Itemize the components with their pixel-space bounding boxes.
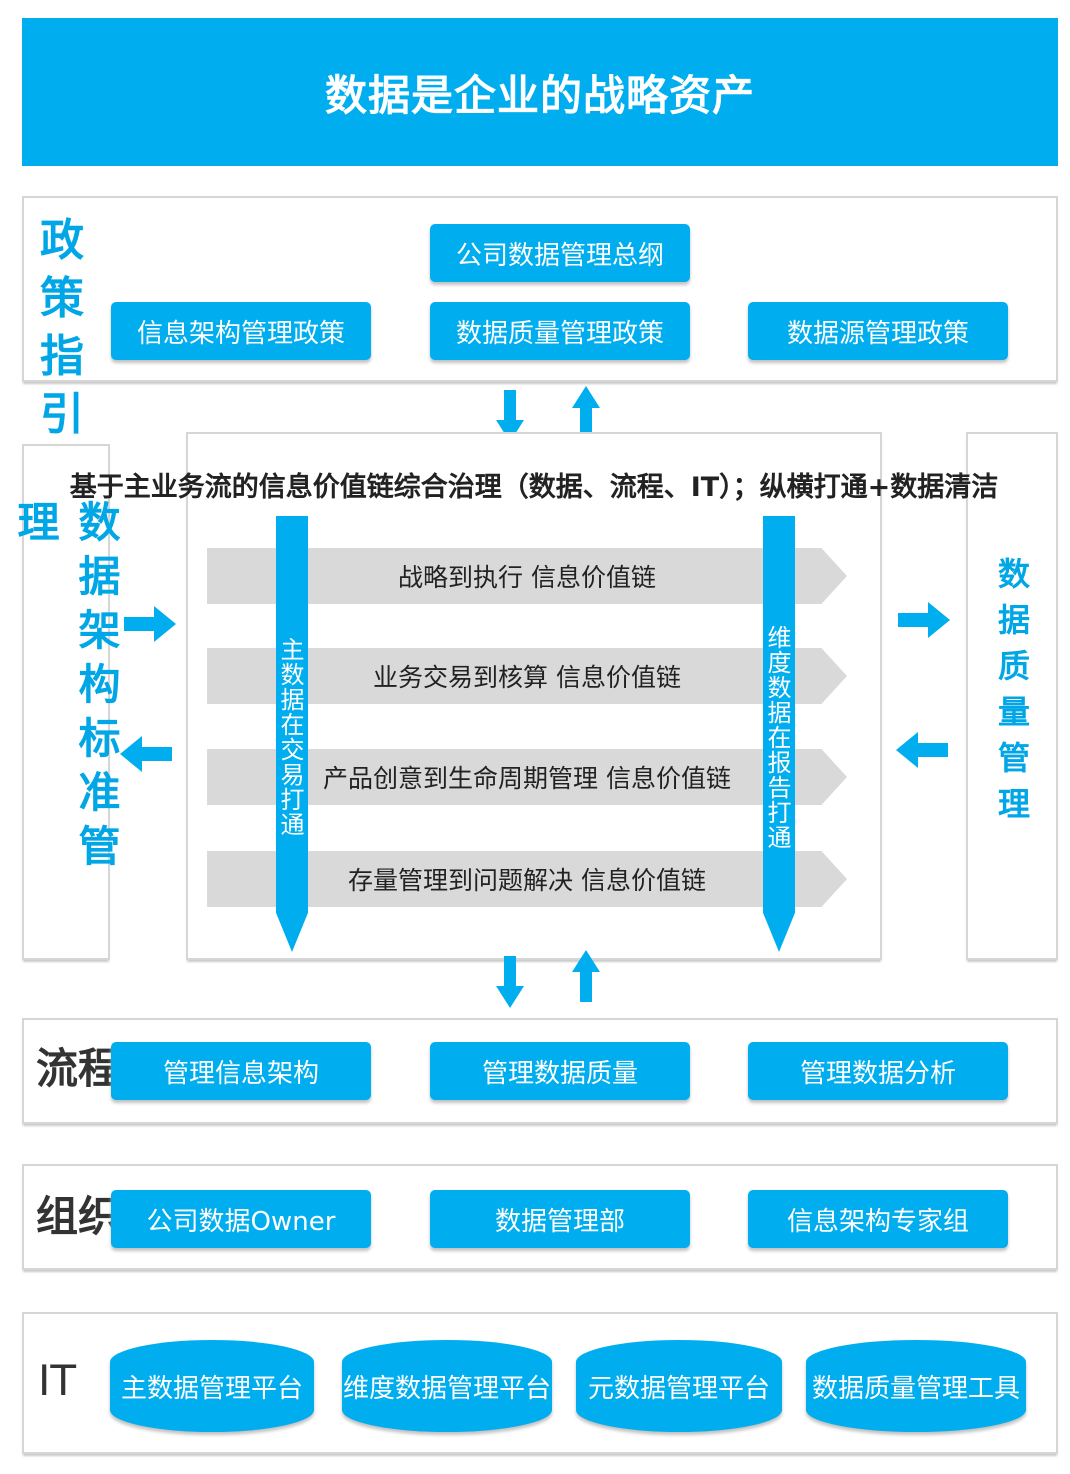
policy-item-1: 信息架构管理政策 [111, 302, 371, 360]
org-item-3: 信息架构专家组 [748, 1190, 1008, 1248]
quality-label: 数据质量管理 [993, 557, 1031, 833]
policy-label: 政策 指引 [40, 215, 84, 440]
arrow-down-icon [496, 390, 524, 442]
value-chain-4: 存量管理到问题解决 信息价值链 [207, 851, 847, 907]
arrow-up-icon [572, 950, 600, 1002]
organization-label: 组织 [36, 1192, 121, 1241]
architecture-label: 数据架构标准管理 [11, 500, 121, 878]
it-platform-1: 主数据管理平台 [110, 1340, 314, 1432]
value-chain-3: 产品创意到生命周期管理 信息价值链 [207, 749, 847, 805]
value-chain-1: 战略到执行 信息价值链 [207, 548, 847, 604]
value-chain-2: 业务交易到核算 信息价值链 [207, 648, 847, 704]
dimension-data-bar: 维度数据在报告打通 [763, 516, 795, 952]
page-title: 数据是企业的战略资产 [22, 18, 1058, 166]
process-label: 流程 [36, 1044, 121, 1093]
it-platform-3: 元数据管理平台 [576, 1340, 782, 1432]
org-item-1: 公司数据Owner [111, 1190, 371, 1248]
governance-heading: 基于主业务流的信息价值链综合治理（数据、流程、IT）；纵横打通+数据清洁 [69, 471, 999, 503]
policy-item-3: 数据源管理政策 [748, 302, 1008, 360]
master-data-bar: 主数据在交易打通 [276, 516, 308, 952]
arrow-left-icon [120, 736, 172, 772]
process-item-1: 管理信息架构 [111, 1042, 371, 1100]
process-item-3: 管理数据分析 [748, 1042, 1008, 1100]
arrow-down-icon [496, 956, 524, 1008]
arrow-left-icon [896, 732, 948, 768]
org-item-2: 数据管理部 [430, 1190, 690, 1248]
arrow-right-icon [898, 602, 950, 638]
process-item-2: 管理数据质量 [430, 1042, 690, 1100]
arrow-right-icon [124, 606, 176, 642]
it-platform-2: 维度数据管理平台 [342, 1340, 552, 1432]
it-platform-4: 数据质量管理工具 [806, 1340, 1026, 1432]
quality-panel [966, 432, 1058, 960]
arrow-up-icon [572, 386, 600, 438]
it-label: IT [38, 1356, 77, 1405]
architecture-panel [22, 444, 110, 960]
policy-top-box: 公司数据管理总纲 [430, 224, 690, 282]
policy-item-2: 数据质量管理政策 [430, 302, 690, 360]
